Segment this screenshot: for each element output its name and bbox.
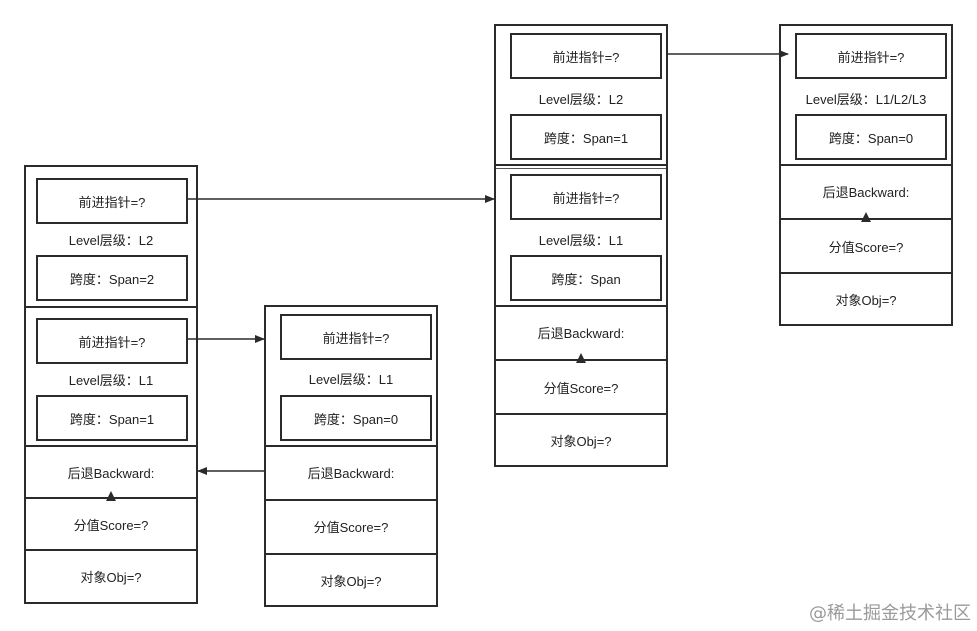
node3-level-divider xyxy=(496,164,666,166)
node4-obj-divider xyxy=(781,272,951,274)
node1-l2-level-label: Level层级：L2 xyxy=(68,232,154,248)
node3-obj: 对象Obj=? xyxy=(550,433,612,449)
skiplist-node-4: 前进指针=? Level层级：L1/L2/L3 跨度：Span=0 后退Back… xyxy=(779,24,953,326)
node1-obj: 对象Obj=? xyxy=(80,570,142,585)
node2-l1-span: 跨度：Span=0 xyxy=(280,395,432,441)
node4-l3-level-label: Level层级：L1/L2/L3 xyxy=(805,91,927,107)
node3-backward-divider xyxy=(496,305,666,307)
skiplist-node-1: 前进指针=? Level层级：L2 跨度：Span=2 前进指针=? Level… xyxy=(24,165,198,604)
node1-l1-forward-pointer: 前进指针=? xyxy=(36,318,188,364)
node4-backward-arrowhead xyxy=(861,212,871,222)
watermark: @稀土掘金技术社区 xyxy=(809,603,971,624)
node3-l1-forward-pointer: 前进指针=? xyxy=(510,174,662,220)
node1-l1-level-label: Level层级：L1 xyxy=(68,372,154,388)
node2-l1-forward-pointer: 前进指针=? xyxy=(280,314,432,360)
skiplist-node-3: 前进指针=? Level层级：L2 跨度：Span=1 前进指针=? Level… xyxy=(494,24,668,467)
node3-level-divider-2 xyxy=(496,168,666,169)
node1-backward: 后退Backward: xyxy=(67,465,155,481)
node4-score: 分值Score=? xyxy=(828,239,904,255)
node4-l3-span: 跨度：Span=0 xyxy=(795,114,947,160)
node4-backward: 后退Backward: xyxy=(822,185,910,200)
node2-obj: 对象Obj=? xyxy=(320,573,382,589)
node3-score: 分值Score=? xyxy=(543,380,619,396)
node2-l1-level-label: Level层级：L1 xyxy=(308,371,394,387)
node1-level-divider xyxy=(26,306,196,308)
node3-l2-forward-pointer: 前进指针=? xyxy=(510,33,662,79)
skiplist-node-2: 前进指针=? Level层级：L1 跨度：Span=0 后退Backward: … xyxy=(264,305,438,607)
node4-l3-forward-pointer: 前进指针=? xyxy=(795,33,947,79)
node3-l1-level-label: Level层级：L1 xyxy=(538,232,624,248)
node1-l2-forward-pointer: 前进指针=? xyxy=(36,178,188,224)
node1-backward-arrowhead xyxy=(106,491,116,501)
node3-backward: 后退Backward: xyxy=(537,326,625,341)
node1-l1-span: 跨度：Span=1 xyxy=(36,395,188,441)
node4-obj: 对象Obj=? xyxy=(835,292,897,308)
node2-backward-divider xyxy=(266,445,436,447)
node4-backward-divider xyxy=(781,164,951,166)
node1-obj-divider xyxy=(26,549,196,551)
node1-score: 分值Score=? xyxy=(73,517,149,533)
node1-l2-span: 跨度：Span=2 xyxy=(36,255,188,301)
node3-obj-divider xyxy=(496,413,666,415)
node2-score: 分值Score=? xyxy=(313,520,389,535)
node3-l1-span: 跨度：Span xyxy=(510,255,662,301)
node3-backward-arrowhead xyxy=(576,353,586,363)
node2-backward: 后退Backward: xyxy=(307,466,395,481)
node2-obj-divider xyxy=(266,553,436,555)
node2-score-divider xyxy=(266,499,436,501)
node3-l2-span: 跨度：Span=1 xyxy=(510,114,662,160)
node1-backward-divider xyxy=(26,445,196,447)
node3-l2-level-label: Level层级：L2 xyxy=(538,91,624,107)
